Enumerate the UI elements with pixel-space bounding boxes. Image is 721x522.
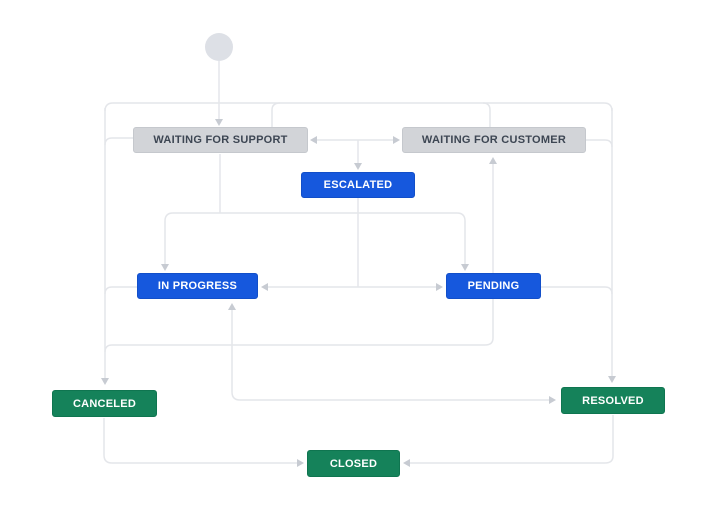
arrow-right-icon [393, 136, 400, 144]
arrow-left-icon [310, 136, 317, 144]
arrow-down-icon [461, 264, 469, 271]
connector-pending-right-attach [541, 286, 613, 295]
transition-waiting-for-support-waiting-for-customer [310, 136, 400, 144]
status-pending[interactable]: PENDING [446, 273, 541, 299]
status-waiting-for-support[interactable]: WAITING FOR SUPPORT [133, 127, 308, 153]
arrow-down-icon [608, 376, 616, 383]
transition-canceled-to-closed [103, 418, 304, 467]
transition-to-escalated [354, 140, 362, 170]
arrow-down-icon [354, 163, 362, 170]
status-escalated[interactable]: ESCALATED [301, 172, 415, 198]
arrow-down-icon [161, 264, 169, 271]
status-closed[interactable]: CLOSED [307, 450, 400, 477]
arrow-up-icon [228, 303, 236, 310]
transition-pending-to-waiting-for-customer [489, 157, 497, 273]
arrow-right-icon [549, 396, 556, 404]
transition-in-progress-resolved [228, 303, 556, 404]
connector-waiting-for-customer-top-attach [482, 102, 491, 127]
transition-in-progress-pending [261, 283, 443, 291]
connector-waiting-for-customer-right-attach [586, 139, 613, 148]
transition-waiting-for-support-split [161, 154, 469, 271]
connector-waiting-for-support-top-attach [271, 102, 281, 127]
arrow-left-icon [261, 283, 268, 291]
status-in-progress[interactable]: IN PROGRESS [137, 273, 258, 299]
arrow-left-icon [403, 459, 410, 467]
status-canceled[interactable]: CANCELED [52, 390, 157, 417]
status-waiting-for-customer[interactable]: WAITING FOR CUSTOMER [402, 127, 586, 153]
connector-waiting-for-support-left-attach [104, 137, 133, 146]
arrow-down-icon [101, 378, 109, 385]
arrow-up-icon [489, 157, 497, 164]
status-resolved[interactable]: RESOLVED [561, 387, 665, 414]
arrow-down-icon [215, 119, 223, 126]
transition-create-to-waiting-for-support [215, 61, 223, 126]
connector-in-progress-left-attach [104, 286, 137, 295]
start-node[interactable] [205, 33, 233, 61]
transition-resolved-to-closed [403, 415, 614, 467]
connector-top-rail [101, 102, 616, 385]
connector-pending-bottom-to-left-rail [104, 299, 494, 353]
arrow-right-icon [436, 283, 443, 291]
arrow-right-icon [297, 459, 304, 467]
